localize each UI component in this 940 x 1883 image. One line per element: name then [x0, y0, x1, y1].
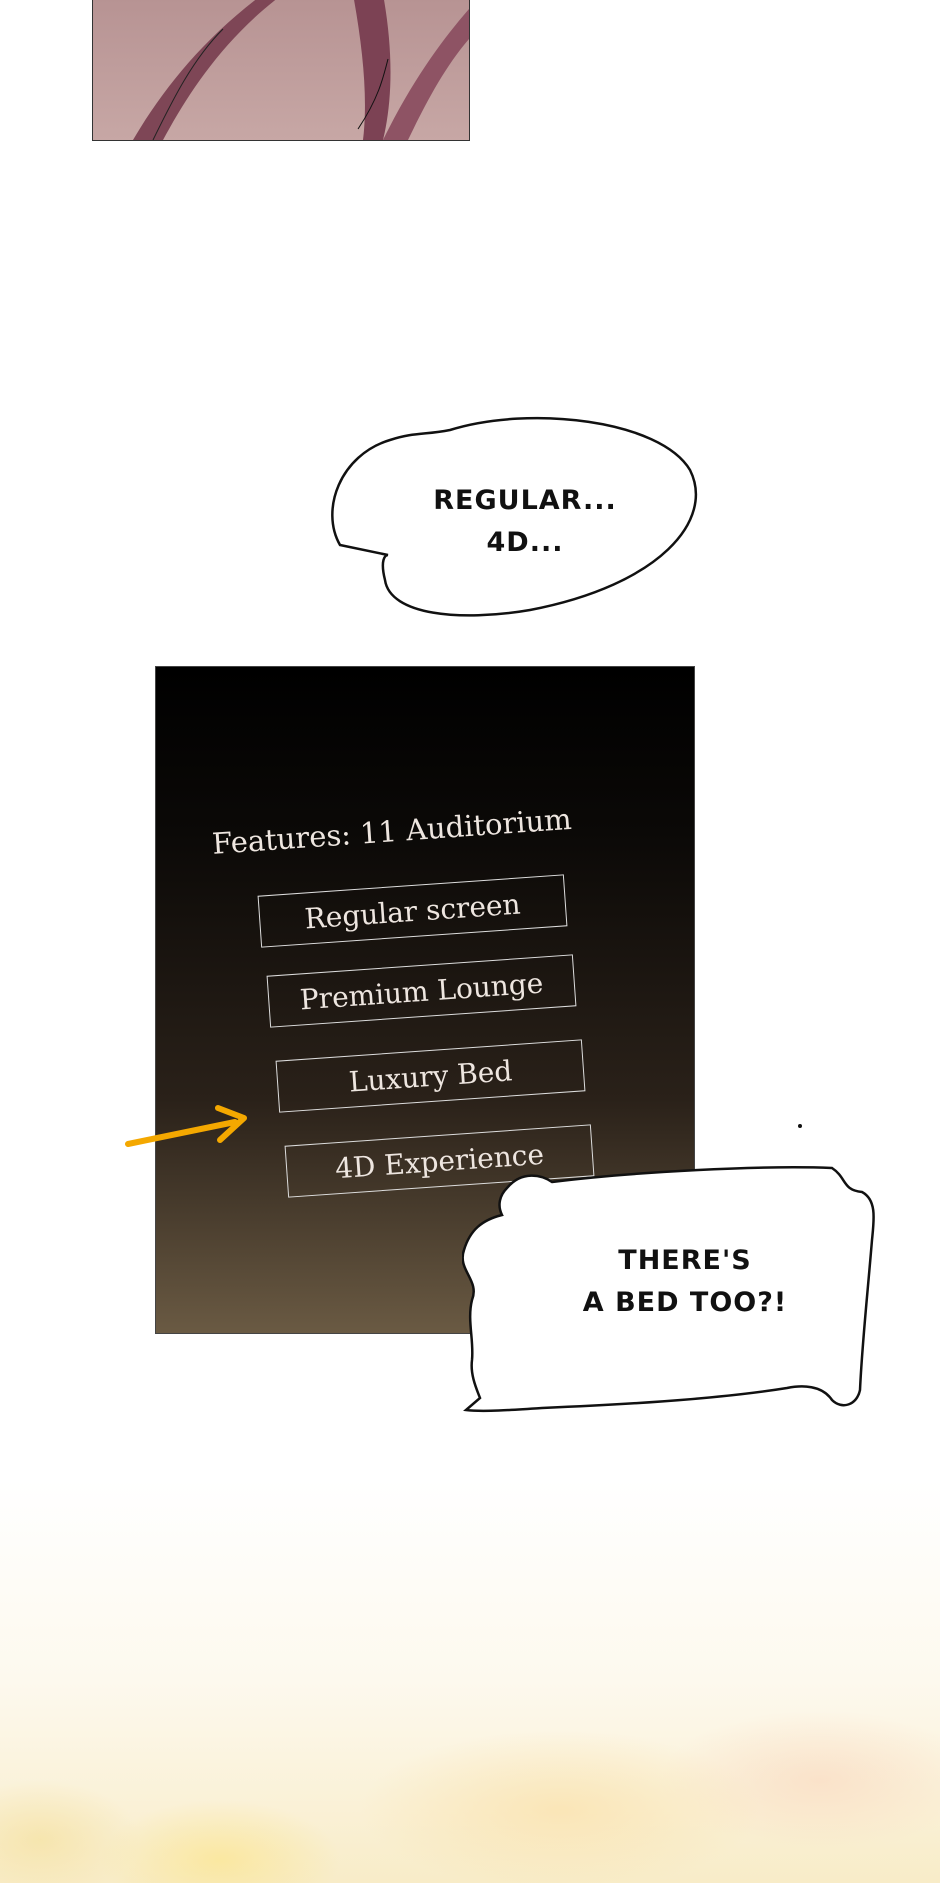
speech-bubble-1 [331, 416, 698, 617]
bubble-2-line-1: There's [618, 1245, 752, 1276]
bokeh-light-background [0, 1480, 940, 1883]
option-premium-lounge: Premium Lounge [266, 954, 577, 1028]
sign-title: Features: 11 Auditorium [211, 801, 573, 861]
option-regular-screen: Regular screen [257, 874, 568, 948]
bubble-1-line-2: 4D... [486, 527, 564, 558]
speech-bubble-2 [462, 1166, 875, 1413]
arrow-icon [125, 1105, 247, 1147]
bubble-1-line-1: Regular... [433, 485, 617, 516]
option-luxury-bed: Luxury Bed [275, 1039, 586, 1113]
ink-dot [798, 1124, 802, 1128]
speech-bubble-1-text: Regular... 4D... [400, 480, 650, 564]
bubble-2-line-2: a bed too?! [582, 1287, 788, 1318]
top-comic-panel [92, 0, 470, 141]
hair-strands-art [133, 0, 469, 140]
speech-bubble-2-text: There's a bed too?! [540, 1240, 830, 1324]
